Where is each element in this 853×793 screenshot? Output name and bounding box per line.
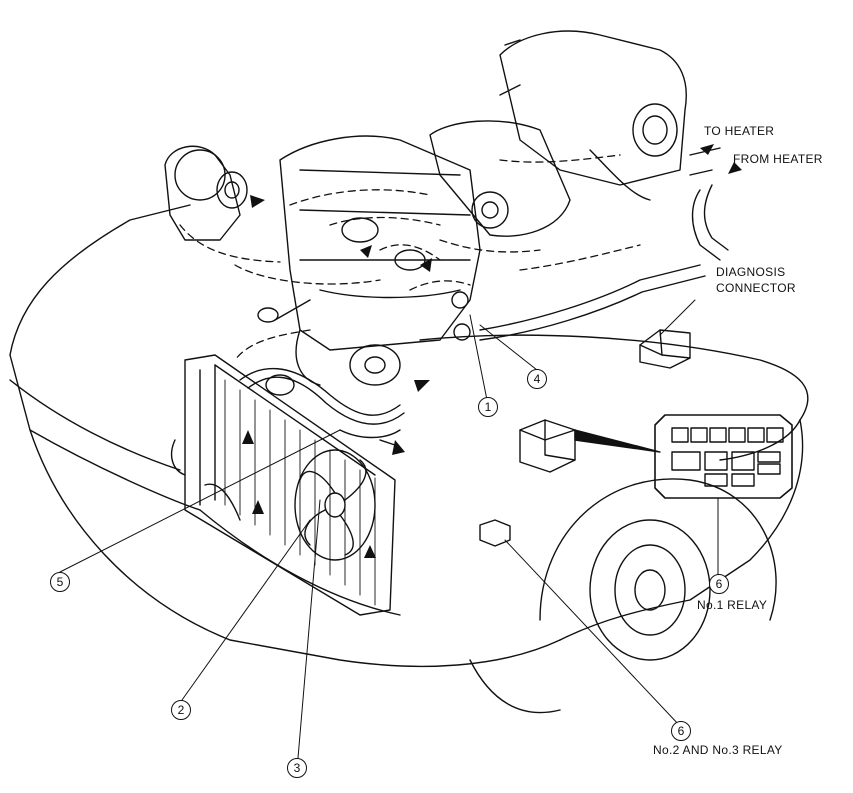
callout-6-no1-relay: 6	[709, 574, 729, 594]
coolant-flow-paths	[179, 154, 641, 361]
no1-relay-label: No.1 RELAY	[697, 598, 768, 612]
diagnosis-connector-label-line2: CONNECTOR	[716, 281, 796, 295]
diagnosis-connector-label-line1: DIAGNOSIS	[716, 265, 786, 279]
callout-3: 3	[287, 758, 307, 778]
callout-5: 5	[50, 572, 70, 592]
no23-relay-label: No.2 AND No.3 RELAY	[653, 743, 783, 757]
front-wheel	[539, 478, 777, 661]
timing-cover	[164, 145, 248, 241]
relay-23-shape	[479, 519, 511, 547]
callout-4: 4	[527, 369, 547, 389]
callout-6-no23-relay: 6	[671, 721, 691, 741]
relay-pointer	[574, 429, 661, 453]
cooling-fan	[294, 449, 376, 561]
flow-arrows	[242, 144, 742, 558]
coolant-hoses	[204, 367, 405, 521]
diagnosis-connector-shape	[639, 329, 691, 369]
engine-block	[257, 135, 481, 386]
callout-1: 1	[478, 397, 498, 417]
leader-lines	[59, 299, 719, 759]
intake-manifold	[429, 30, 687, 237]
vehicle-body-outline	[9, 204, 809, 714]
callout-2: 2	[171, 700, 191, 720]
heater-hoses	[479, 147, 729, 341]
relay-box	[519, 419, 576, 473]
relay-inset	[654, 414, 793, 499]
to-heater-label: TO HEATER	[704, 124, 775, 138]
from-heater-label: FROM HEATER	[733, 152, 823, 166]
